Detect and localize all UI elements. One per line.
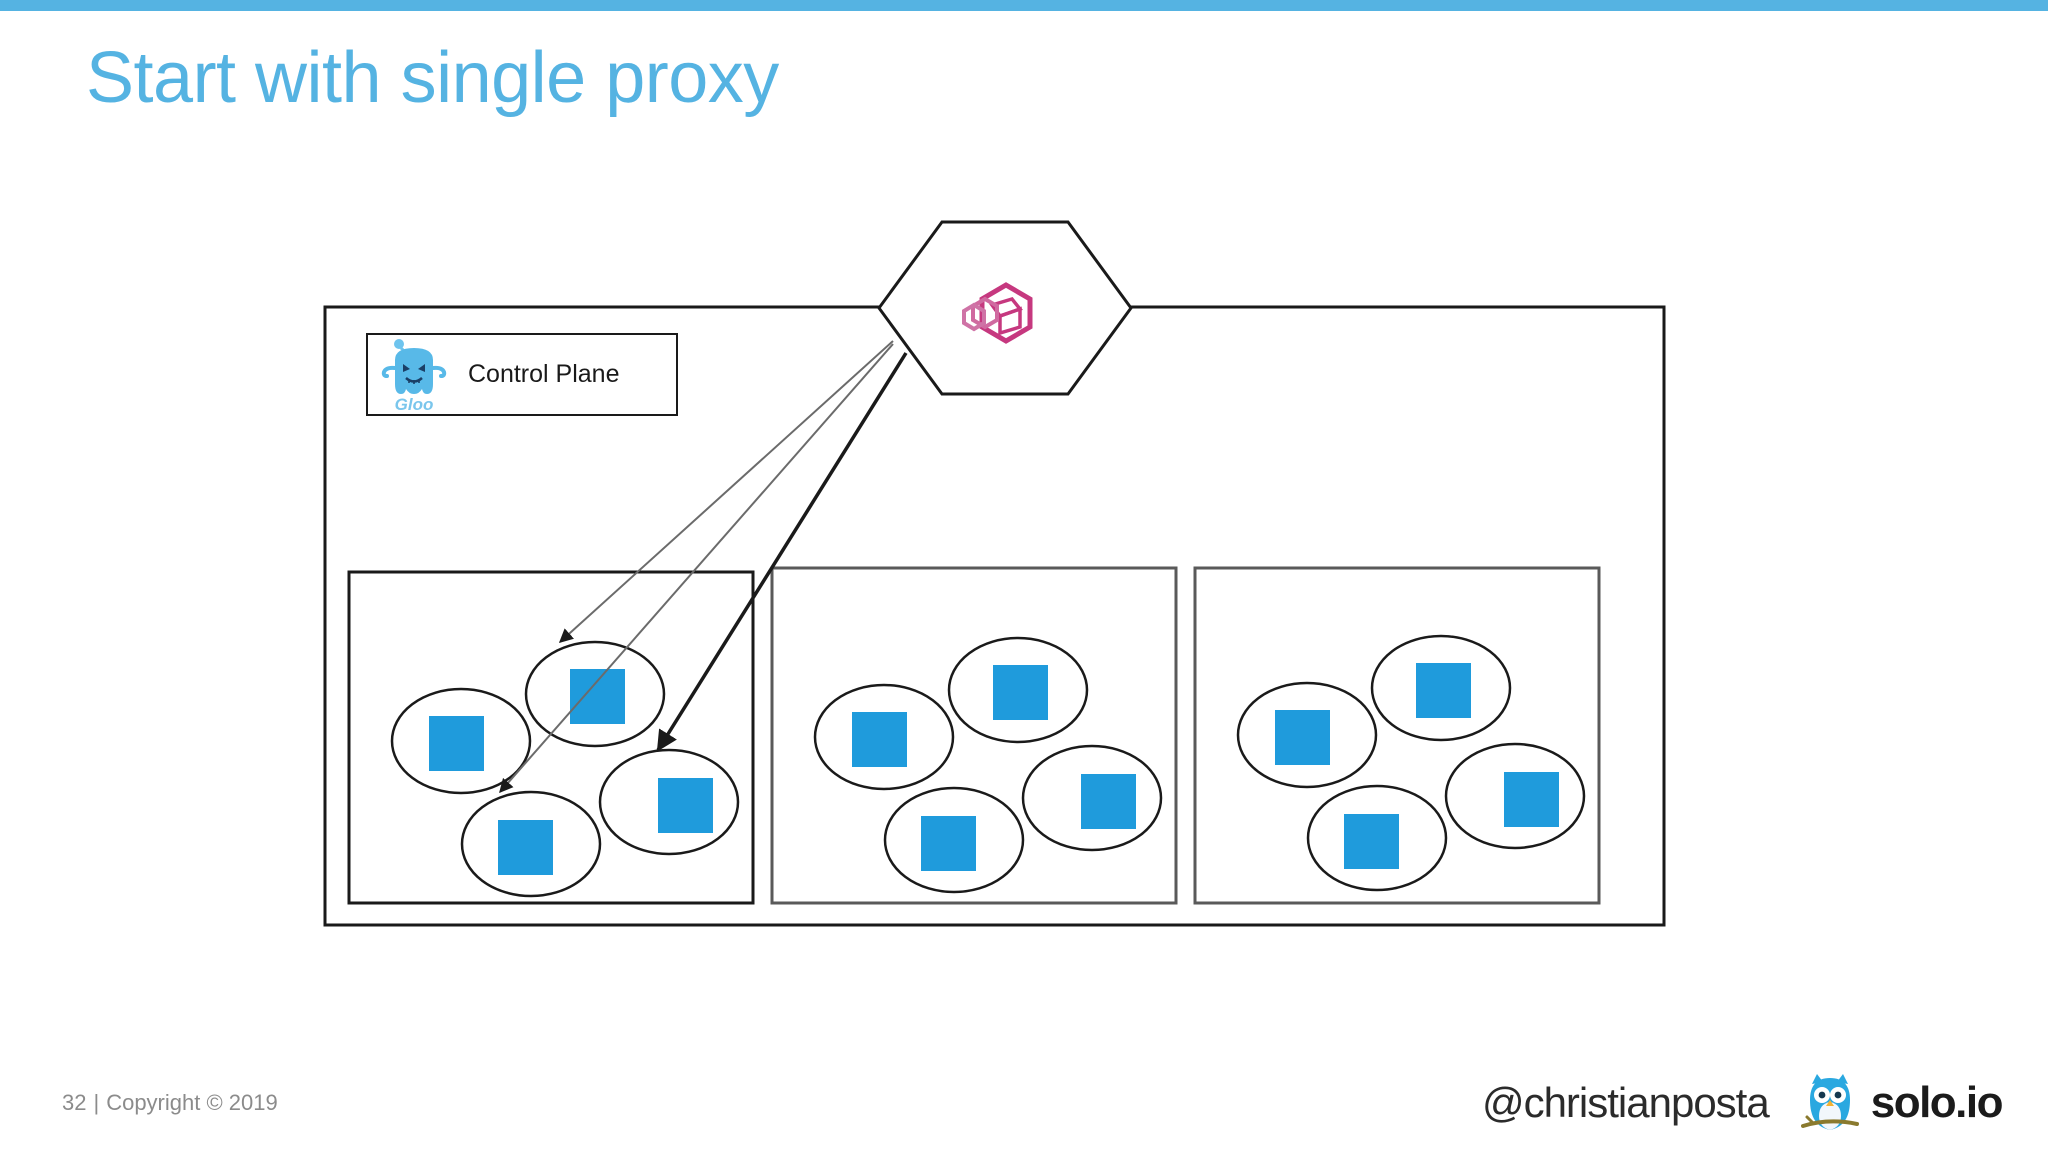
control-plane-label: Control Plane [468,360,620,388]
envoy-logo-icon [962,282,1033,344]
hexagon-shape [877,220,1133,396]
proxy-connections [499,340,908,794]
proxy-to-pod-1-2-arrow [558,340,894,643]
node-square [852,712,907,767]
node-square [570,669,625,724]
pod-2-2 [947,636,1089,744]
pod-1-1 [390,687,532,795]
node-square [498,820,553,875]
top-accent-bar [0,0,2048,11]
node-square [429,716,484,771]
footer-left: 32|Copyright © 2019 [62,1090,278,1116]
solo-wordmark: solo.io [1870,1078,2004,1127]
node-square [1081,774,1136,829]
gloo-mascot-icon: Gloo [368,335,460,414]
pod-2-1 [813,683,955,791]
solo-logo: solo.io [1799,1070,2004,1136]
pod-1-4 [598,748,740,856]
control-plane-box: Gloo Control Plane [366,333,678,416]
footer-right: @christianposta solo.i [1481,1068,2004,1138]
footer-separator: | [93,1090,100,1115]
pod-2-3 [883,786,1025,894]
proxy-to-pod-1-4-arrow [656,352,908,752]
page-title: Start with single proxy [86,38,779,118]
cluster-group-1 [347,570,755,905]
pod-3-1 [1236,681,1378,789]
proxy-hexagon [877,220,1133,396]
node-square [658,778,713,833]
node-square [1504,772,1559,827]
proxy-to-pod-1-3-arrow [499,343,894,794]
pod-3-3 [1306,784,1448,892]
node-square [993,665,1048,720]
svg-text:Gloo: Gloo [395,395,434,414]
twitter-handle: @christianposta [1481,1079,1770,1126]
cluster-group-2 [770,566,1178,905]
node-square [1416,663,1471,718]
pod-2-4 [1021,744,1163,852]
node-square [921,816,976,871]
pod-1-2 [524,640,666,748]
node-square [1344,814,1399,869]
node-square [1275,710,1330,765]
pod-1-3 [460,790,602,898]
pod-3-4 [1444,742,1586,850]
cluster-group-3 [1193,566,1601,905]
copyright-text: Copyright © 2019 [106,1090,278,1115]
page-number: 32 [62,1090,87,1115]
owl-icon [1800,1074,1859,1130]
pod-3-2 [1370,634,1512,742]
